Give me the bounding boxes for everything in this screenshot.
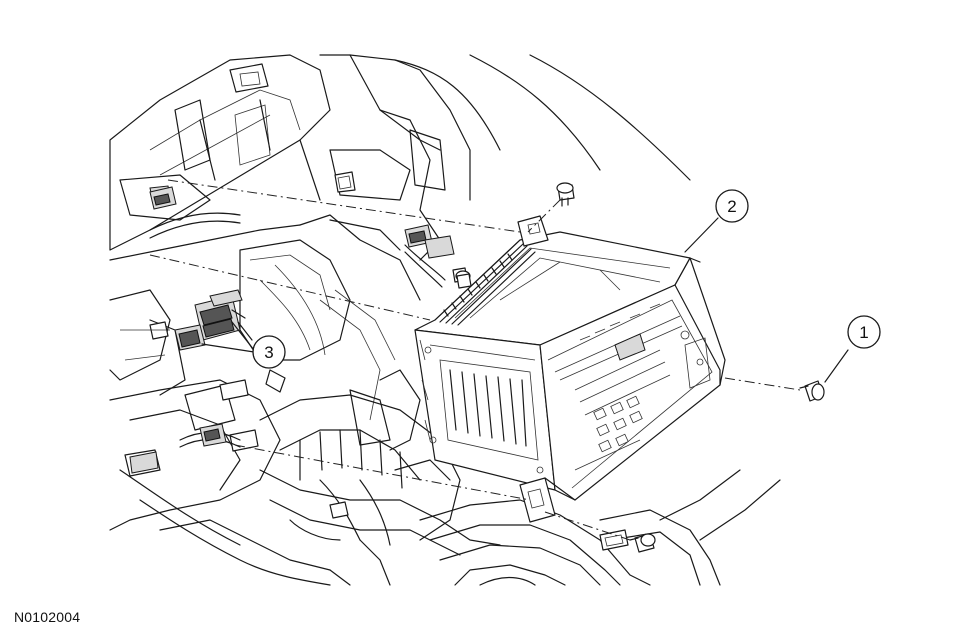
wiring-harness	[149, 212, 446, 448]
radio-unit-icon	[414, 215, 726, 523]
instrument-panel-structure	[109, 54, 781, 586]
callout-1-label: 1	[859, 323, 868, 342]
callout-3: 3	[201, 321, 286, 369]
figure-id: N0102004	[14, 609, 81, 625]
callout-1: 1	[824, 315, 881, 383]
callout-2: 2	[684, 189, 749, 253]
screw-icon	[629, 533, 656, 553]
electrical-connector-icon	[174, 289, 253, 351]
screw-icon	[799, 380, 825, 402]
screw-icon	[556, 182, 575, 207]
screw-icon	[455, 270, 472, 289]
callout-2-label: 2	[727, 197, 736, 216]
callout-3-label: 3	[264, 343, 273, 362]
alignment-lines	[149, 179, 801, 541]
